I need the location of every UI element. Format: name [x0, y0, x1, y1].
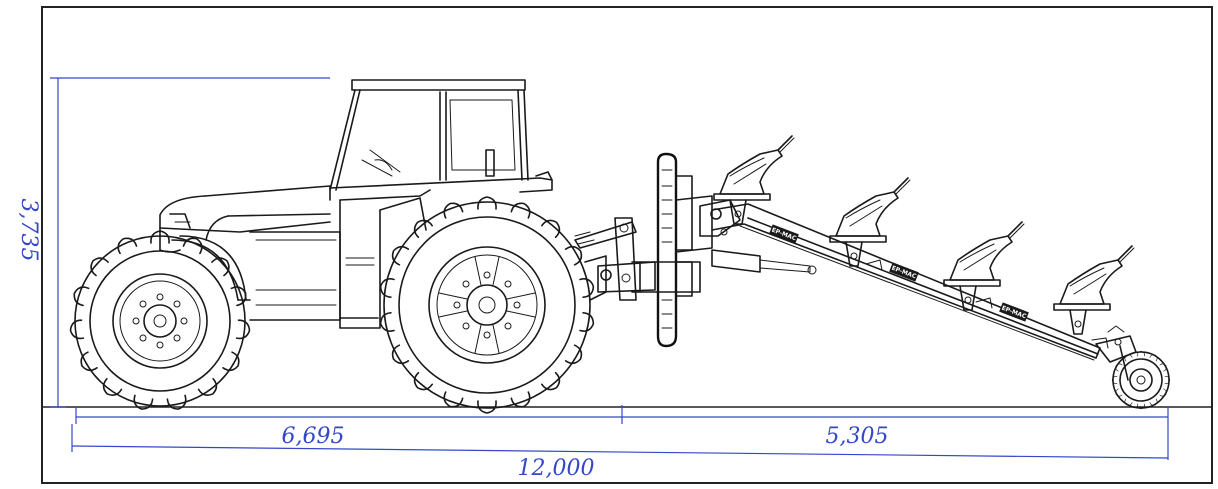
plough-length-label: 5,305 — [826, 424, 889, 449]
three-point-hitch — [574, 217, 656, 301]
tractor-rear-wheel — [378, 196, 596, 414]
dimension-lines — [50, 77, 1169, 460]
tractor-length-label: 6,695 — [282, 424, 345, 449]
tractor-front-wheel — [68, 230, 252, 412]
plough-depth-wheel — [1111, 350, 1171, 410]
plough: EP-MAC EP-MAC EP-MAC — [639, 135, 1137, 381]
tractor — [159, 79, 553, 329]
total-length-label: 12,000 — [518, 456, 595, 481]
plough-decal-3: EP-MAC — [999, 302, 1029, 322]
drawing-frame — [41, 6, 1213, 484]
height-dimension-label: 3,735 — [16, 199, 41, 262]
plough-decal-1: EP-MAC — [769, 224, 799, 244]
